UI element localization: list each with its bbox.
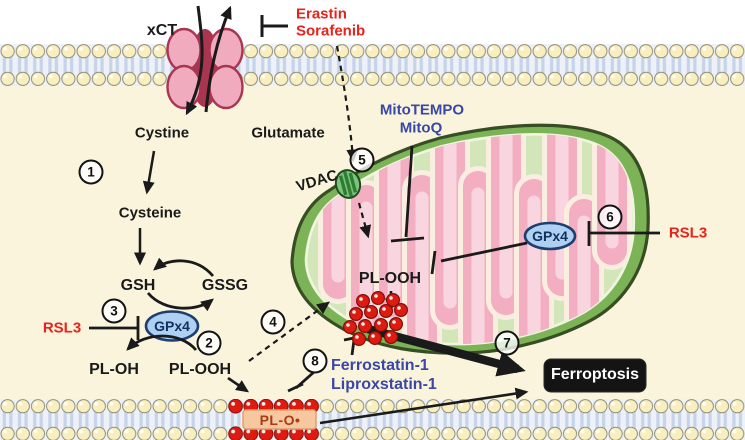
xct-transporter (166, 27, 244, 110)
pl-ooh-mito-label: PL-OOH (358, 270, 422, 287)
ferroptosis-label: Ferroptosis (550, 366, 640, 383)
rsl3-inhibits-gpx4-mito-bar (587, 221, 660, 246)
gpx4-cytosol-label: GPx4 (154, 318, 190, 334)
erastin-inhibits-xct-bar (260, 15, 288, 37)
rsl3-inhibits-gpx4-cyto-bar (89, 316, 140, 340)
cysteine-label: Cysteine (118, 204, 182, 222)
glutamate-label: Glutamate (251, 124, 325, 142)
mitotempo-label: MitoTEMPO (379, 101, 465, 119)
sorafenib-label: Sorafenib (296, 22, 366, 40)
step-7-badge: 7 (494, 330, 520, 356)
gpx4-mito-inhibits-plooh-bar (430, 241, 528, 275)
step-3-badge: 3 (101, 298, 127, 324)
gssg-to-gsh-arc (153, 257, 215, 277)
gpx4-enzyme-mito (523, 221, 577, 251)
cystine-import-arrow (185, 5, 204, 116)
cystine-to-cysteine-arrow (142, 150, 156, 195)
step-2-badge: 2 (196, 330, 222, 356)
glutamate-export-arrow (204, 5, 232, 113)
gpx4-enzyme-cytosol (144, 310, 200, 342)
step-5-badge: 5 (349, 147, 375, 173)
liproxstatin-label: Liproxstatin-1 (331, 376, 437, 393)
plooh-to-membrane-arrow (227, 376, 250, 393)
ferrostatin-label: Ferrostatin-1 (331, 357, 429, 374)
mitotempo-inhibits-plooh-bar (390, 145, 425, 243)
mitoq-label: MitoQ (399, 119, 443, 137)
cystine-label: Cystine (134, 124, 190, 142)
step-8-badge: 8 (302, 348, 328, 374)
gpx4-mito-label: GPx4 (532, 228, 568, 244)
pl-o-radical-label: PL-O• (259, 412, 301, 428)
pl-ooh-cytosol-label: PL-OOH (168, 361, 232, 378)
extracellular-space (0, 0, 745, 44)
rsl3-left-label: RSL3 (42, 319, 82, 337)
lipid-radical-dots (343, 291, 409, 347)
rsl3-right-label: RSL3 (668, 224, 708, 242)
plooh-to-ploh-arc (126, 334, 198, 351)
ferroptosis-box (543, 358, 647, 393)
step-1-badge: 1 (78, 159, 104, 185)
inhibition-bars (89, 15, 660, 393)
ferrostatin-inhibits-membrane-radicals-bar (287, 370, 315, 393)
xct-label: xCT (146, 22, 178, 39)
pl-oh-label: PL-OH (89, 361, 139, 378)
sorafenib-to-vdac-dashed-arrow (335, 45, 359, 163)
plooh-into-mito-dashed-arrow (248, 301, 331, 362)
gsh-label: GSH (120, 277, 156, 294)
gssg-label: GSSG (201, 277, 249, 294)
step-4-badge: 4 (260, 309, 286, 335)
plasma-membrane-top (0, 44, 745, 86)
pl-o-radical-box (242, 409, 317, 430)
gsh-to-gssg-arc (146, 292, 214, 312)
step-6-badge: 6 (597, 204, 623, 230)
erastin-label: Erastin (296, 5, 347, 23)
vdac-channel (334, 169, 362, 199)
membrane-damage-to-ferroptosis-arrow (319, 387, 529, 425)
plasma-membrane-bottom (0, 399, 745, 440)
